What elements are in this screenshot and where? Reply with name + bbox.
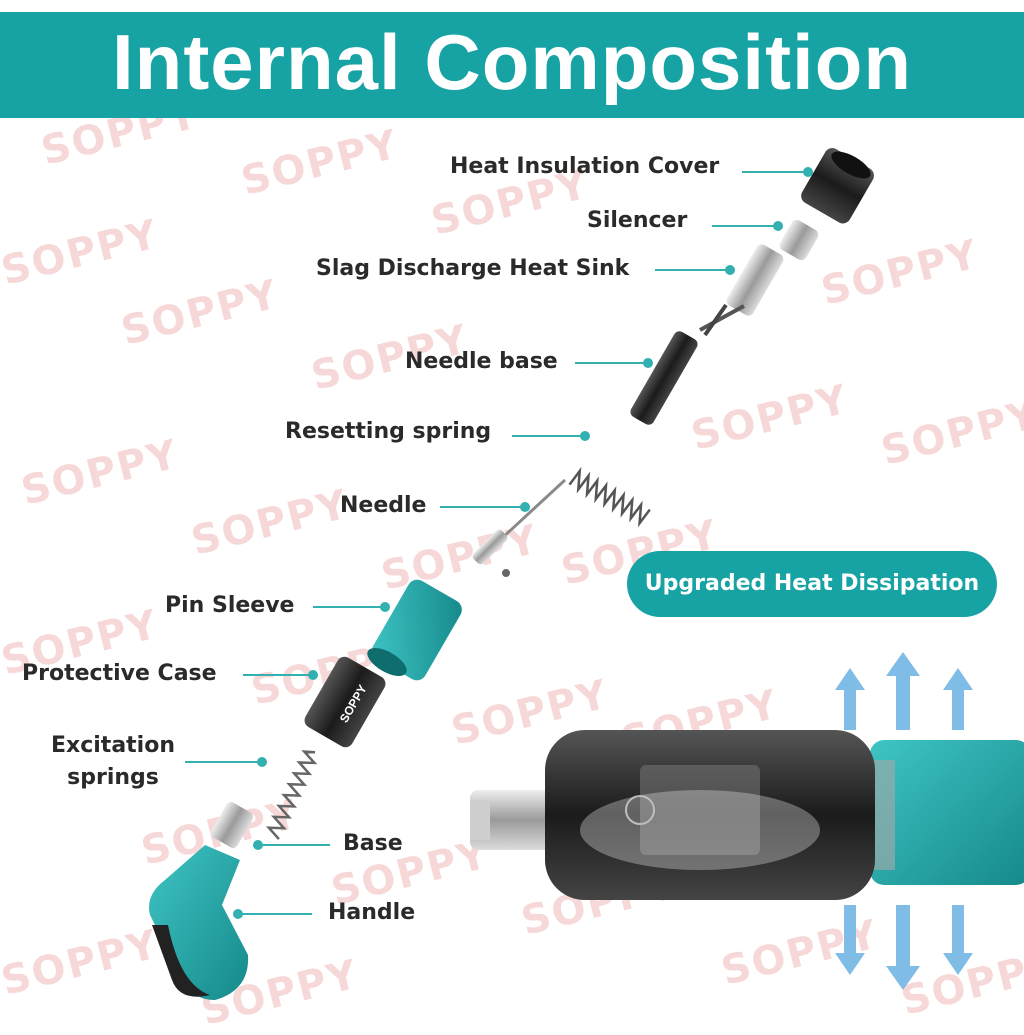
slag-discharge-heat-sink-part [699, 244, 784, 332]
label-excitation-springs: Excitation springs [46, 730, 180, 794]
title-banner: Internal Composition [0, 12, 1024, 118]
page-title: Internal Composition [112, 18, 912, 106]
base-part [210, 802, 254, 848]
excitation-springs-part [265, 750, 318, 840]
label-excitation-springs-line2: springs [67, 765, 159, 790]
label-silencer: Silencer [587, 208, 688, 233]
heat-dissipation-closeup [470, 730, 1024, 900]
needle-base-part [630, 303, 728, 425]
label-handle: Handle [328, 900, 416, 925]
label-protective-case: Protective Case [22, 661, 217, 686]
label-needle: Needle [340, 493, 427, 518]
label-excitation-springs-line1: Excitation [51, 733, 175, 758]
heat-arrows-down [835, 905, 973, 990]
label-base: Base [343, 831, 403, 856]
handle-part [149, 845, 249, 1000]
resetting-spring-part [568, 466, 651, 528]
label-needle-base: Needle base [405, 349, 558, 374]
label-heat-insulation-cover: Heat Insulation Cover [450, 154, 720, 179]
silencer-part [779, 219, 819, 261]
label-pin-sleeve: Pin Sleeve [165, 593, 295, 618]
protective-case-part: SOPPY [304, 656, 386, 748]
pin-sleeve-part [367, 579, 462, 681]
leader-lines [185, 167, 813, 919]
heat-arrows-up [835, 652, 973, 730]
upgraded-heat-dissipation-badge: Upgraded Heat Dissipation [627, 551, 997, 617]
needle-part [472, 478, 567, 577]
label-resetting-spring: Resetting spring [285, 419, 492, 444]
label-slag-discharge-heat-sink: Slag Discharge Heat Sink [316, 256, 630, 281]
heat-insulation-cover-part [801, 148, 874, 224]
